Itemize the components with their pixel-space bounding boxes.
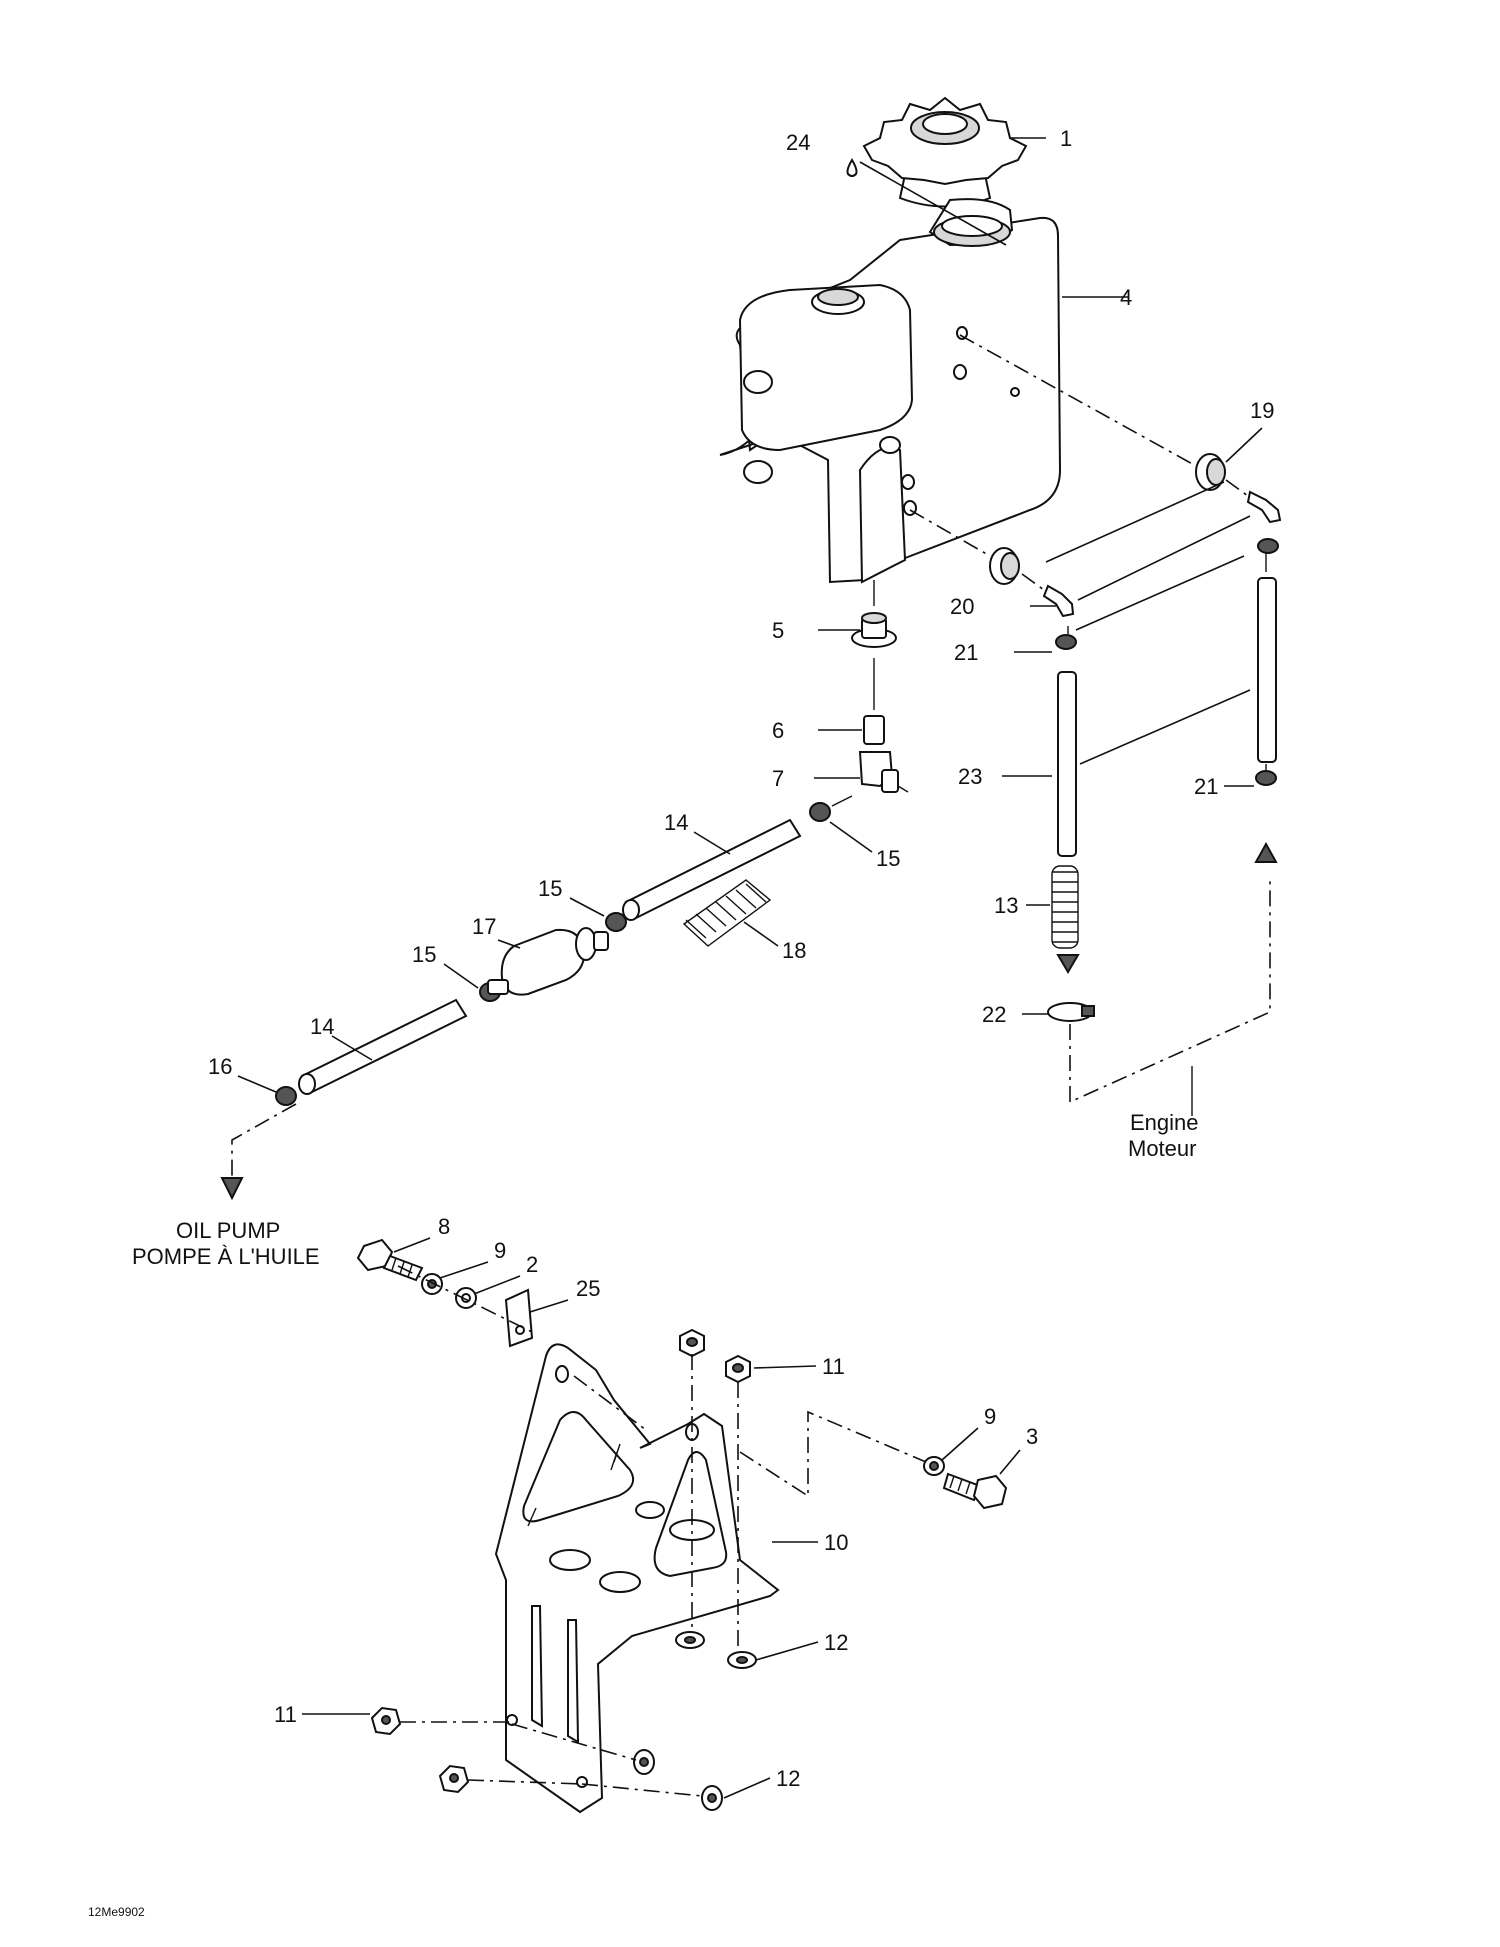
hose-clamp-right-bottom	[1255, 770, 1277, 786]
oil-pump-label-fr: POMPE À L'HUILE	[132, 1244, 320, 1269]
callout-11-bottom: 11	[274, 1702, 297, 1727]
callout-9-left: 9	[494, 1238, 506, 1263]
callout-22: 22	[982, 1002, 1006, 1027]
callout-1: 1	[1060, 126, 1072, 151]
callout-19: 19	[1250, 398, 1274, 423]
sealant-drop-icon	[846, 158, 858, 177]
callout-18: 18	[782, 938, 806, 963]
nut-11-top-left	[679, 1328, 705, 1358]
nut-11-bottom-right	[438, 1764, 470, 1794]
hose-clamp-right-top	[1257, 538, 1279, 554]
tank-outlet-grommet	[851, 612, 897, 648]
washer-12-bottom-right	[701, 1785, 723, 1811]
callout-24: 24	[786, 130, 810, 155]
oil-filter	[487, 927, 609, 996]
callout-21-right: 21	[1194, 774, 1218, 799]
callout-15-bottom: 15	[412, 942, 436, 967]
clip-25	[504, 1288, 534, 1348]
callout-15-middle: 15	[538, 876, 562, 901]
hose-clamp-16	[275, 1086, 297, 1106]
hose-spring-right	[1051, 865, 1079, 949]
callout-3: 3	[1026, 1424, 1038, 1449]
bolt-3	[942, 1472, 1008, 1510]
flow-arrow-oil-pump	[220, 1177, 244, 1201]
callout-14-lower: 14	[310, 1014, 334, 1039]
flow-arrow-down	[1056, 954, 1080, 974]
callout-25: 25	[576, 1276, 600, 1301]
elbow-fitting-lower	[1042, 584, 1075, 618]
grommet-upper	[1195, 453, 1226, 491]
callout-7: 7	[772, 766, 784, 791]
hose-spring	[682, 879, 772, 947]
callout-2: 2	[526, 1252, 538, 1277]
oil-pump-label-en: OIL PUMP	[176, 1218, 280, 1243]
callout-23: 23	[958, 764, 982, 789]
washer-9-left	[421, 1273, 443, 1295]
callout-10: 10	[824, 1530, 848, 1555]
drawing-code: 12Me9902	[88, 1905, 145, 1919]
callout-4: 4	[1120, 285, 1132, 310]
bolt-8	[356, 1238, 424, 1282]
vent-hose-left	[1057, 671, 1077, 857]
oil-hose-lower	[298, 998, 468, 1095]
vent-hose-right	[1257, 577, 1277, 763]
hose-clamp-15-middle	[605, 912, 627, 932]
callout-17: 17	[472, 914, 496, 939]
banjo-fitting	[858, 751, 909, 793]
callout-15-top: 15	[876, 846, 900, 871]
washer-12-top-right	[727, 1651, 757, 1669]
hose-clamp-left	[1055, 634, 1077, 650]
flow-arrow-up	[1254, 841, 1278, 863]
callout-8: 8	[438, 1214, 450, 1239]
callout-16: 16	[208, 1054, 232, 1079]
washer-12-bottom-left	[633, 1749, 655, 1775]
callout-12-top: 12	[824, 1630, 848, 1655]
callout-21-left: 21	[954, 640, 978, 665]
washer-9-right	[923, 1456, 945, 1476]
hose-clamp-large	[1047, 1002, 1095, 1022]
leader-lines	[237, 137, 1263, 1799]
engine-label-en: Engine	[1130, 1110, 1199, 1135]
assembly-lines	[231, 334, 1271, 1797]
outlet-strainer	[863, 658, 885, 745]
engine-label-fr: Moteur	[1128, 1136, 1196, 1161]
mounting-bracket	[494, 1343, 780, 1814]
nut-11-bottom-left	[370, 1706, 402, 1736]
oil-hose-upper	[622, 818, 802, 921]
callouts: 1 24 4 19 20 21 21 23 13 22 5 6 7 14 15 …	[208, 126, 1274, 1791]
callout-6: 6	[772, 718, 784, 743]
grommet-lower	[989, 547, 1020, 585]
callout-14-upper: 14	[664, 810, 688, 835]
elbow-fitting-upper	[1246, 490, 1282, 524]
oil-tank-cap	[862, 96, 1028, 208]
hose-clamp-15-top	[809, 802, 831, 822]
callout-5: 5	[772, 618, 784, 643]
washer-12-top-left	[675, 1631, 705, 1649]
callout-12-bottom: 12	[776, 1766, 800, 1791]
callout-11-top: 11	[822, 1354, 845, 1379]
nut-11-top-right	[725, 1354, 751, 1384]
callout-13: 13	[994, 893, 1018, 918]
washer-2	[455, 1287, 477, 1309]
callout-20: 20	[950, 594, 974, 619]
callout-9-right: 9	[984, 1404, 996, 1429]
oil-tank	[719, 198, 1062, 584]
